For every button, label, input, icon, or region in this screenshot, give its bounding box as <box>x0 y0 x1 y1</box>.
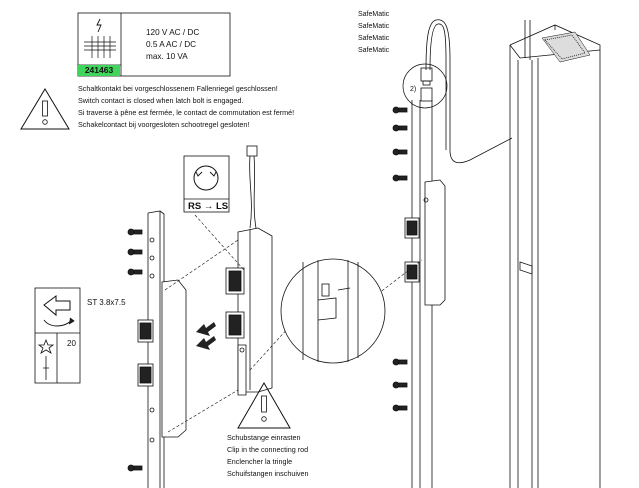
warning-icon <box>20 88 70 130</box>
warning-latch-de: Schaltkontakt bei vorgeschlossenem Falle… <box>78 84 278 93</box>
screw-info-box <box>34 287 81 384</box>
warning-rod-fr: Enclencher la tringle <box>227 457 293 466</box>
detail-circle <box>280 258 386 364</box>
warning-rod-en: Clip in the connecting rod <box>227 445 309 454</box>
left-screws <box>127 228 143 472</box>
article-number: 241463 <box>78 65 120 76</box>
electric-terminal-icon <box>84 18 116 58</box>
safematic-label: SafeMatic <box>358 35 390 42</box>
warning-latch-nl: Schakelcontact bij voorgesloten schootre… <box>78 120 250 129</box>
safematic-cable <box>402 19 513 164</box>
rotation-label: RS → LS <box>188 201 229 212</box>
frame-profile <box>411 20 601 488</box>
warning-latch-fr: Si traverse à pêne est fermée, le contac… <box>78 108 295 117</box>
warning-rod-nl: Schuifstangen inschuiven <box>227 469 309 478</box>
torx-driver-icon <box>37 338 55 380</box>
switch-module <box>225 227 273 396</box>
safematic-label: SafeMatic <box>358 47 390 54</box>
torx-size: 20 <box>67 339 76 348</box>
left-lock-body <box>137 279 187 438</box>
safematic-label: SafeMatic <box>358 23 390 30</box>
arrow-bidirectional-icon <box>196 322 216 350</box>
switch-cable <box>246 145 258 229</box>
spec-power: max. 10 VA <box>146 52 188 61</box>
spec-current: 0.5 A AC / DC <box>146 40 197 49</box>
warning-rod-de: Schubstange einrasten <box>227 433 301 442</box>
detail-number: 2) <box>410 86 417 93</box>
rotation-box <box>183 155 230 213</box>
right-lock-body <box>404 179 446 306</box>
rotation-icon <box>193 165 219 191</box>
screw-label: ST 3.8x7.5 <box>87 298 126 307</box>
spec-voltage: 120 V AC / DC <box>146 28 200 37</box>
warning-icon <box>237 382 291 429</box>
warning-latch-en: Switch contact is closed when latch bolt… <box>78 96 244 105</box>
safematic-label: SafeMatic <box>358 11 390 18</box>
right-screws <box>392 106 408 412</box>
screw-direction-icon <box>43 295 75 327</box>
